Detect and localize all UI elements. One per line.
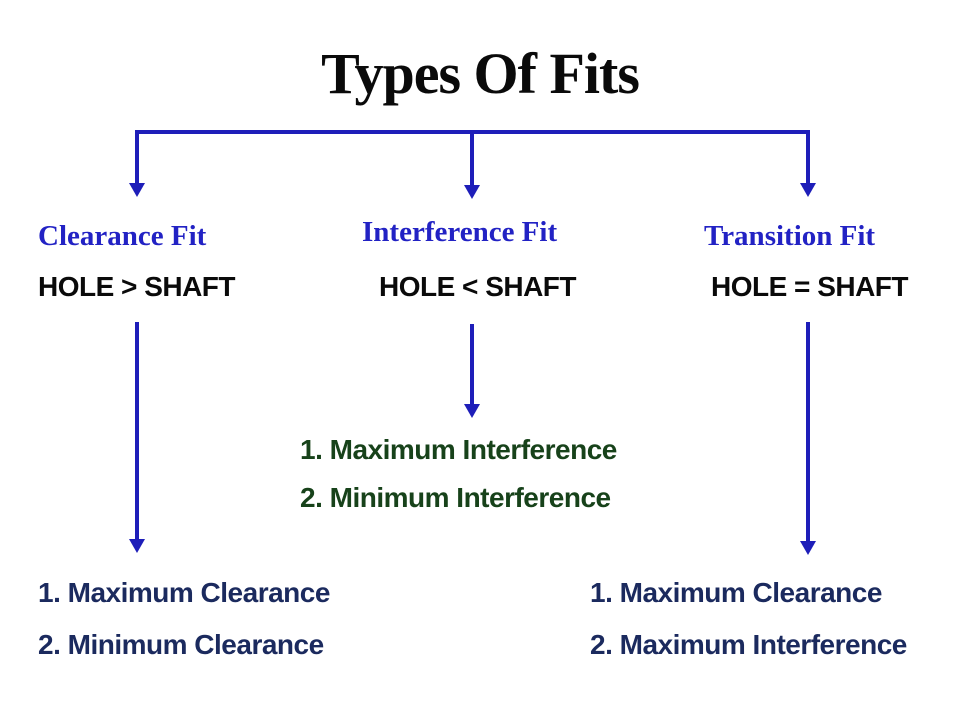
arrow-down-icon [800, 541, 816, 555]
branch-stem-right [806, 130, 810, 184]
transition-relation: HOLE = SHAFT [711, 271, 909, 302]
arrow-down-icon [129, 539, 145, 553]
page-title: Types Of Fits [321, 41, 640, 106]
transition-fit-heading: Transition Fit [704, 220, 876, 252]
transition-item-1: 1. Maximum Clearance [590, 577, 882, 608]
branch-stem-center [470, 130, 474, 186]
interference-item-2: 2. Minimum Interference [300, 482, 611, 513]
interference-fit-heading: Interference Fit [362, 216, 558, 248]
transition-arrow-line [806, 322, 810, 542]
interference-item-1: 1. Maximum Interference [300, 434, 617, 465]
arrow-down-icon [800, 183, 816, 197]
clearance-fit-heading: Clearance Fit [38, 220, 207, 252]
arrow-down-icon [464, 185, 480, 199]
clearance-relation: HOLE > SHAFT [38, 271, 236, 302]
interference-relation: HOLE < SHAFT [379, 271, 577, 302]
arrow-down-icon [129, 183, 145, 197]
clearance-arrow-line [135, 322, 139, 540]
interference-arrow-line [470, 324, 474, 405]
clearance-item-1: 1. Maximum Clearance [38, 577, 330, 608]
transition-item-2: 2. Maximum Interference [590, 629, 907, 660]
branch-stem-left [135, 130, 139, 184]
arrow-down-icon [464, 404, 480, 418]
clearance-item-2: 2. Minimum Clearance [38, 629, 324, 660]
